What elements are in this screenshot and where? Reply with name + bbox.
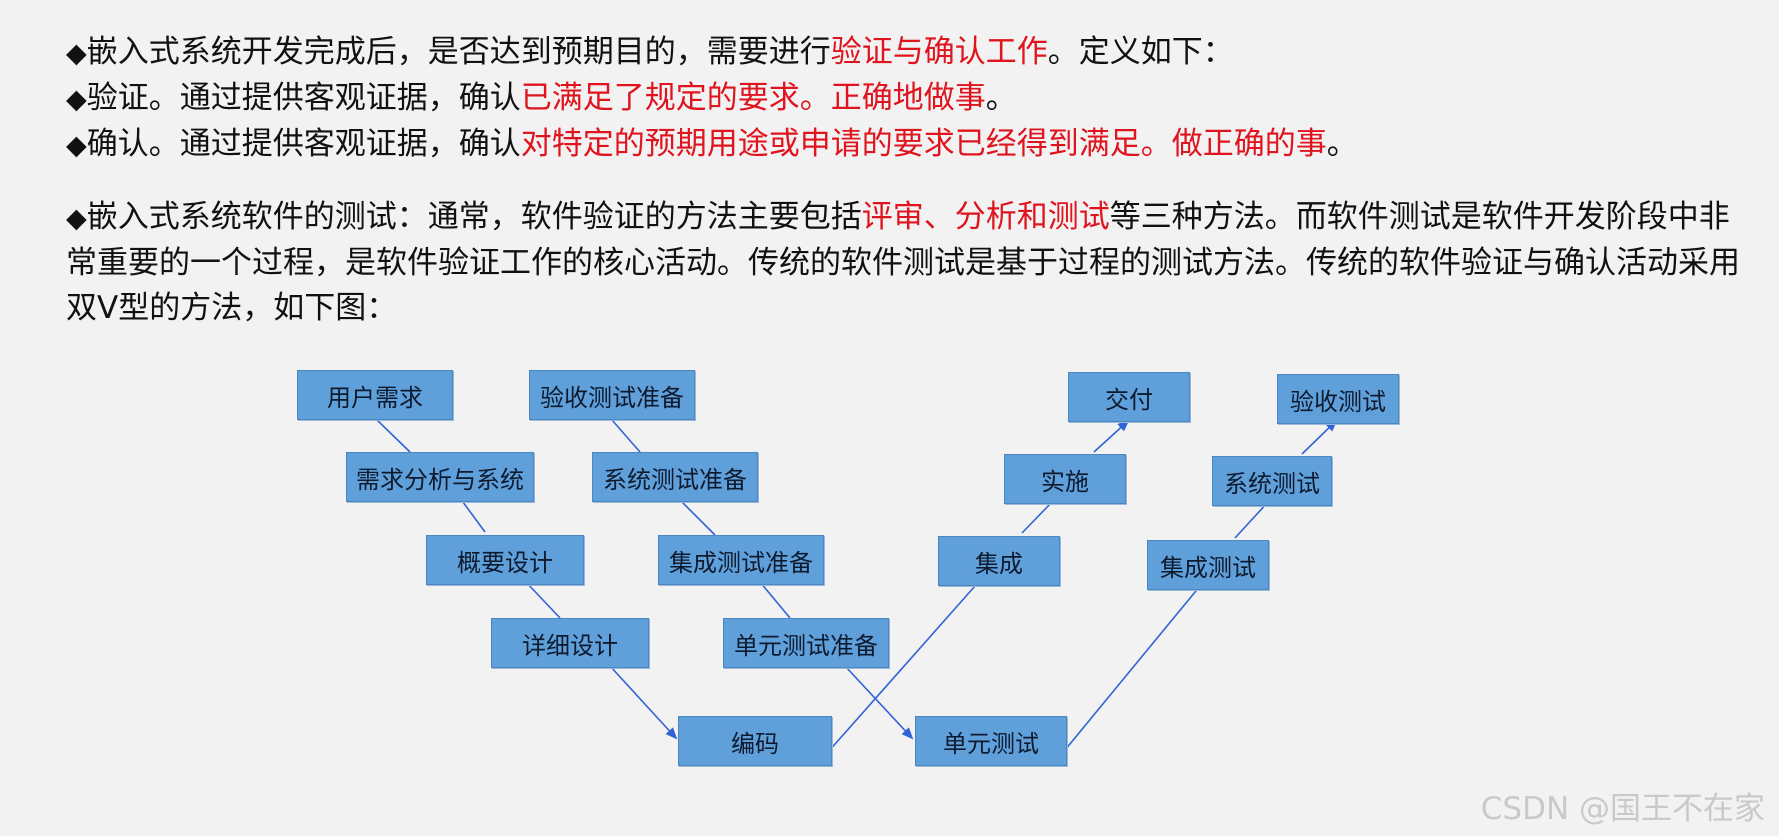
verification-text-end: 。 xyxy=(985,80,1017,116)
box-integration: 集成 xyxy=(938,536,1060,586)
watermark: CSDN @国王不在家 xyxy=(1480,791,1765,827)
diamond-bullet-icon: ◆ xyxy=(66,130,87,161)
validation-text: 确认。通过提供客观证据，确认 xyxy=(86,126,521,162)
verification-line: ◆验证。通过提供客观证据，确认已满足了规定的要求。正确地做事。 xyxy=(66,76,1746,122)
connector-arrow xyxy=(609,665,678,740)
intro-text-end: 。定义如下： xyxy=(1047,34,1234,70)
box-system-test: 系统测试 xyxy=(1212,456,1332,506)
connector-arrow xyxy=(844,665,914,740)
box-integration-test: 集成测试 xyxy=(1147,540,1269,590)
connector-line xyxy=(374,417,411,453)
intro-highlight: 验证与确认工作 xyxy=(830,34,1048,70)
connector-line xyxy=(1021,501,1053,534)
box-unit-test-prep: 单元测试准备 xyxy=(723,618,889,668)
testing-text: 嵌入式系统软件的测试：通常，软件验证的方法主要包括 xyxy=(86,199,862,235)
connector-line xyxy=(1064,585,1201,751)
box-acceptance-test: 验收测试 xyxy=(1277,374,1399,424)
verification-highlight: 已满足了规定的要求。正确地做事 xyxy=(520,80,986,116)
validation-line: ◆确认。通过提供客观证据，确认对特定的预期用途或申请的要求已经得到满足。做正确的… xyxy=(66,122,1746,168)
box-integration-test-prep: 集成测试准备 xyxy=(658,535,824,585)
intro-text: 嵌入式系统开发完成后，是否达到预期目的，需要进行 xyxy=(86,34,831,70)
box-detailed-design: 详细设计 xyxy=(491,618,649,668)
connector-line xyxy=(524,580,561,619)
verification-text: 验证。通过提供客观证据，确认 xyxy=(86,80,521,116)
validation-highlight: 对特定的预期用途或申请的要求已经得到满足。做正确的事 xyxy=(520,126,1327,162)
connector-line xyxy=(1234,501,1269,539)
testing-paragraph: ◆嵌入式系统软件的测试：通常，软件验证的方法主要包括评审、分析和测试等三种方法。… xyxy=(66,195,1746,331)
intro-line: ◆嵌入式系统开发完成后，是否达到预期目的，需要进行验证与确认工作。定义如下： xyxy=(66,30,1746,76)
connector-arrow xyxy=(1093,419,1130,453)
connector-arrow xyxy=(1301,419,1338,455)
testing-highlight: 评审、分析和测试 xyxy=(861,199,1110,235)
diamond-bullet-icon: ◆ xyxy=(66,203,87,234)
box-system-test-prep: 系统测试准备 xyxy=(592,452,758,502)
box-acceptance-test-prep: 验收测试准备 xyxy=(529,370,695,420)
connector-line xyxy=(459,497,486,533)
box-user-requirements: 用户需求 xyxy=(297,370,453,420)
connector-line xyxy=(679,499,716,536)
diamond-bullet-icon: ◆ xyxy=(66,38,87,69)
box-implementation: 实施 xyxy=(1004,454,1126,504)
box-requirements-analysis: 需求分析与系统 xyxy=(346,452,534,502)
connector-line xyxy=(611,419,641,453)
box-delivery: 交付 xyxy=(1068,372,1190,422)
diamond-bullet-icon: ◆ xyxy=(66,84,87,115)
box-overview-design: 概要设计 xyxy=(426,535,584,585)
body-text: ◆嵌入式系统开发完成后，是否达到预期目的，需要进行验证与确认工作。定义如下： ◆… xyxy=(66,30,1746,331)
box-unit-test: 单元测试 xyxy=(915,716,1067,766)
validation-text-end: 。 xyxy=(1326,126,1358,162)
box-coding: 编码 xyxy=(678,716,832,766)
testing-text-end: 等三种方法。而软件测试是软件开发阶段中非常重要的一个过程，是软件验证工作的核心活… xyxy=(66,199,1740,326)
connector-line xyxy=(759,581,791,619)
